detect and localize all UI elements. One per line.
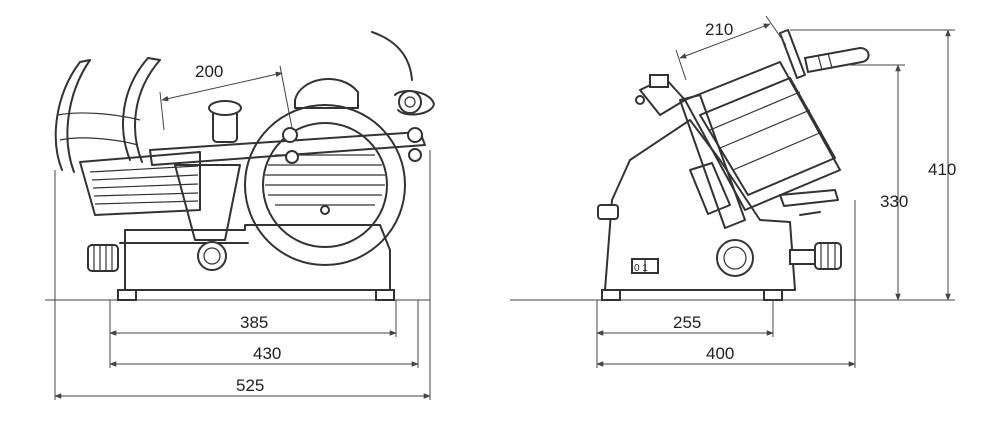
blade-hatching [265, 154, 385, 206]
side-foot-left [601, 289, 621, 301]
dim-210-line [679, 23, 771, 59]
tray-ribs [89, 165, 199, 205]
dim-200-line [161, 71, 283, 102]
side-dimensions: 210 330 410 255 400 [596, 15, 956, 368]
carriage-arm [174, 164, 241, 241]
blade-outer [244, 104, 406, 266]
sharpener-arm [371, 31, 413, 81]
carriage-guard [54, 57, 161, 173]
side-blade-guard [679, 94, 746, 229]
side-handle-plate [779, 29, 806, 79]
front-view-slicer [45, 31, 435, 301]
product-tray [79, 151, 201, 216]
dim-430-label: 430 [253, 344, 281, 363]
front-dimensions: 200 385 430 525 [54, 62, 431, 400]
adjust-knob-icon [87, 244, 119, 272]
side-view-slicer: 0 1 [510, 29, 870, 301]
front-foot-left [117, 289, 137, 301]
dim-255-label: 255 [673, 313, 701, 332]
dim-385-label: 385 [240, 313, 268, 332]
front-foot-right [375, 289, 395, 301]
motor-housing [294, 77, 359, 109]
side-carriage [684, 61, 841, 211]
blade-inner [262, 122, 388, 248]
side-foot-right [763, 289, 783, 301]
side-handle [803, 46, 870, 74]
dim-200-label: 200 [195, 62, 223, 81]
side-knob [716, 239, 754, 277]
side-body [604, 119, 796, 291]
switch-label: 0 1 [634, 263, 648, 274]
dim-330-label: 330 [880, 192, 908, 211]
front-knob [197, 241, 227, 271]
dim-525-label: 525 [236, 376, 264, 395]
dim-400-label: 400 [706, 344, 734, 363]
dim-410-label: 410 [928, 160, 956, 179]
dim-210-label: 210 [705, 20, 733, 39]
slicer-body [124, 224, 391, 291]
